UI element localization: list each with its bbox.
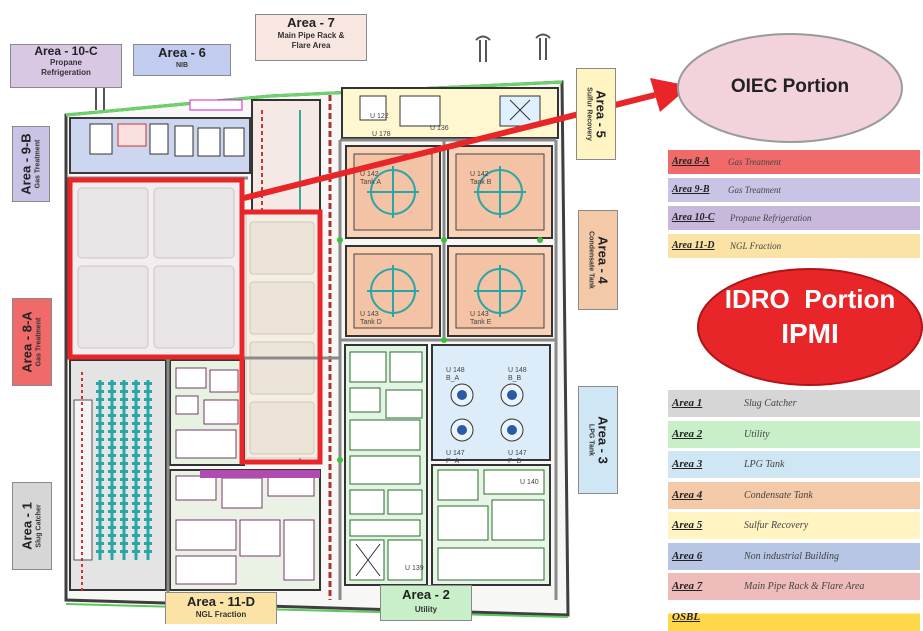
legend-code: Area 9-B <box>672 184 710 195</box>
legend-code: Area 5 <box>672 519 703 531</box>
unit-label: Tank B <box>470 179 492 186</box>
legend-row: Area 5 Sulfur Recovery <box>668 512 920 539</box>
area-7-label: Area - 7 Main Pipe Rack & Flare Area <box>255 14 367 61</box>
unit-label: U 136 <box>430 125 449 132</box>
legend-row: Area 3 LPG Tank <box>668 451 920 478</box>
legend-row: Area 1 Slug Catcher <box>668 390 920 417</box>
idro-title: IDRO Portion <box>724 284 896 314</box>
unit-label: U 143 <box>470 311 489 318</box>
unit-label: U 178 <box>372 131 391 138</box>
unit-label: Tank D <box>360 319 382 326</box>
building <box>174 125 194 157</box>
legend-code: Area 4 <box>672 488 703 501</box>
area-10c-label: Area - 10-C Propane Refrigeration <box>10 44 122 88</box>
legend-description: Propane Refrigeration <box>730 213 812 223</box>
boundary-green-edge <box>65 80 563 117</box>
legend-code: Area 7 <box>672 580 703 592</box>
legend-row: Area 2 Utility <box>668 420 920 448</box>
unit-label: U 148 <box>508 367 527 374</box>
unit-label: Tank E <box>470 319 492 326</box>
unit-label: U 122 <box>370 113 389 120</box>
legend-code: Area 1 <box>672 397 703 409</box>
unit-label: U 142 <box>470 171 489 178</box>
unit-label: U 147 <box>508 450 527 457</box>
boundary-green-bottom <box>65 603 569 618</box>
legend-description: Utility <box>744 428 770 440</box>
unit-label: P_B <box>508 458 522 465</box>
legend-row: Area 7 Main Pipe Rack & Flare Area <box>668 573 920 600</box>
slug-catcher-pipes <box>73 372 152 592</box>
legend-row: Area 4 Condensate Tank <box>668 481 920 509</box>
legend-row: OSBL <box>668 603 920 631</box>
utility-units <box>349 351 545 581</box>
legend-row: Area 10-C Propane Refrigeration <box>668 206 920 230</box>
unit-label: B_B <box>508 375 522 382</box>
building <box>149 123 169 155</box>
unit-label: U 148 <box>446 367 465 374</box>
idro-subtitle: IPMI <box>781 318 839 349</box>
unit-label: U 140 <box>520 479 539 486</box>
area-2-label: Area - 2 Utility <box>380 585 472 621</box>
unit-label: Tank A <box>360 179 381 186</box>
oiec-outline-ngl <box>239 209 323 465</box>
legend-code: OSBL <box>672 610 701 623</box>
legend-code: Area 10-C <box>672 212 715 223</box>
unit-label: U 147 <box>446 450 465 457</box>
area-11d-label: Area - 11-D NGL Fraction <box>165 592 277 624</box>
legend-description: NGL Fraction <box>730 241 782 251</box>
unit-label: U 139 <box>405 565 424 572</box>
legend-row: Area 9-B Gas Treatment <box>668 178 920 202</box>
condensate-tanks <box>345 145 553 337</box>
oiec-title: OIEC Portion <box>730 76 850 97</box>
legend-description: Condensate Tank <box>744 489 813 501</box>
legend-code: Area 2 <box>672 427 703 440</box>
legend-description: Main Pipe Rack & Flare Area <box>744 581 865 592</box>
lpg-spheres <box>450 383 524 442</box>
legend-row: Area 8-A Gas Treatment <box>668 150 920 174</box>
legend-description: Sulfur Recovery <box>744 520 809 531</box>
legend-description: Non industrial Building <box>744 550 840 562</box>
junction-dots <box>165 237 543 463</box>
building <box>223 127 245 157</box>
legend-row: Area 11-D NGL Fraction <box>668 234 920 258</box>
lower-units <box>175 367 320 585</box>
idro-ellipse <box>697 268 923 386</box>
magenta-tag <box>189 99 243 111</box>
oiec-ellipse <box>677 33 903 143</box>
ngl-cells <box>249 221 315 455</box>
gas-treatment-cells <box>77 187 235 349</box>
legend-row: Area 6 Non industrial Building <box>668 542 920 570</box>
building <box>89 123 113 155</box>
sulfur-unit <box>499 95 541 127</box>
sulfur-unit <box>359 95 387 121</box>
unit-label: U 142 <box>360 171 379 178</box>
legend-description: LPG Tank <box>744 459 785 470</box>
sulfur-unit <box>399 95 441 127</box>
legend-code: Area 3 <box>672 458 703 470</box>
legend-code: Area 11-D <box>672 240 715 251</box>
unit-label: B_A <box>446 375 460 382</box>
legend-description: Gas Treatment <box>728 157 781 167</box>
legend-description: Slug Catcher <box>744 398 797 409</box>
legend-code: Area 6 <box>672 549 703 562</box>
area-6-label: Area - 6 NIB <box>133 44 231 76</box>
block-area-3 <box>431 344 551 461</box>
building <box>117 123 147 147</box>
legend-code: Area 8-A <box>672 156 710 167</box>
unit-label: U 143 <box>360 311 379 318</box>
unit-label: P_A <box>446 458 460 465</box>
sulfur-cross <box>509 99 531 121</box>
building <box>197 127 221 157</box>
legend-description: Gas Treatment <box>728 185 781 195</box>
